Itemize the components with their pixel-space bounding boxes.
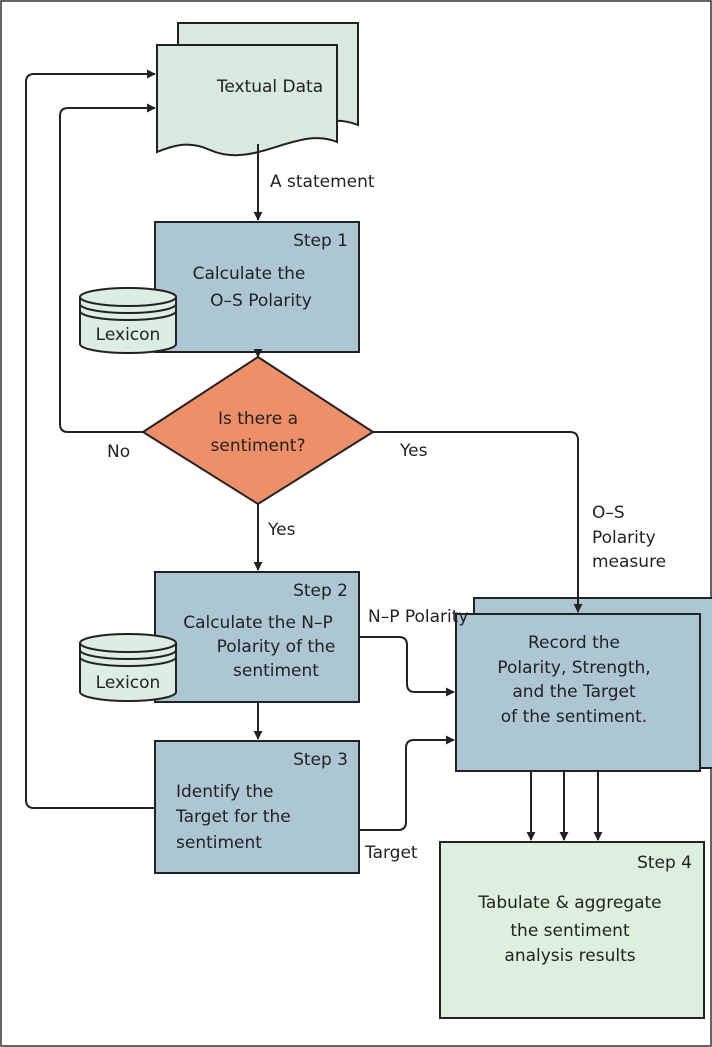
step3-box (154, 740, 360, 874)
step2-node: Step 2 Calculate the N–P Polarity of the… (154, 571, 360, 703)
step3-node: Step 3 Identify the Target for the senti… (154, 740, 360, 874)
step1-box (154, 221, 360, 353)
label-no: No (107, 442, 130, 462)
step1-line-2: O–S Polarity (210, 291, 312, 311)
step3-line-1: Identify the (176, 782, 273, 802)
step4-line-1: Tabulate & aggregate (477, 893, 661, 913)
lexicon-cylinder-ring-1 (79, 649, 177, 660)
step3-title: Step 3 (293, 750, 348, 770)
record-box-front (455, 613, 701, 772)
decision-node: Is there a sentiment? (141, 355, 375, 506)
connectors (25, 69, 603, 841)
label-yes-down: Yes (267, 520, 296, 540)
textual-data-label: Textual Data (216, 77, 323, 97)
decision-line-1: Is there a (218, 409, 298, 429)
step4-line-3: analysis results (504, 946, 635, 966)
step4-node: Step 4 Tabulate & aggregate the sentimen… (439, 841, 705, 1019)
label-yes-right: Yes (399, 441, 428, 461)
lexicon-cylinder-top (79, 287, 177, 307)
label-os-measure-2: Polarity (592, 528, 656, 548)
arrow-yes-to-record (373, 431, 583, 613)
label-a-statement: A statement (270, 172, 375, 192)
step1-line-1: Calculate the (193, 264, 306, 284)
arrow-step3-loop-to-data (25, 69, 156, 809)
arrow-step3-to-record (359, 735, 455, 831)
step2-box (154, 571, 360, 703)
lexicon-database-1: Lexicon (79, 287, 177, 354)
record-line-4: of the sentiment. (501, 707, 647, 727)
lexicon-cylinder-top (79, 633, 177, 653)
lexicon-cylinder-ring-2 (79, 310, 177, 321)
decision-line-2: sentiment? (211, 436, 306, 456)
label-os-measure-1: O–S (592, 503, 625, 523)
textual-data-node: Textual Data (156, 22, 359, 157)
record-node: Record the Polarity, Strength, and the T… (455, 597, 712, 772)
step2-line-1: Calculate the N–P (183, 613, 333, 633)
label-target: Target (364, 843, 418, 863)
step2-title: Step 2 (293, 581, 348, 601)
edge-labels: A statement No Yes Yes O–S Polarity meas… (107, 172, 666, 863)
step3-line-2: Target for the (175, 807, 291, 827)
lexicon-database-2: Lexicon (79, 633, 177, 702)
label-os-measure-3: measure (592, 552, 666, 572)
arrow-no-loop-to-data (59, 103, 156, 433)
label-np-polarity: N–P Polarity (368, 607, 469, 627)
record-line-3: and the Target (512, 682, 636, 702)
step2-line-2: Polarity of the (217, 637, 336, 657)
step2-line-3: sentiment (233, 661, 319, 681)
lexicon-cylinder-ring-1 (79, 303, 177, 314)
step4-box (439, 841, 705, 1019)
step1-node: Step 1 Calculate the O–S Polarity (154, 221, 360, 353)
step1-title: Step 1 (293, 231, 348, 251)
record-line-1: Record the (528, 633, 620, 653)
lexicon-label-1: Lexicon (96, 325, 161, 345)
lexicon-label-2: Lexicon (96, 673, 161, 693)
record-line-2: Polarity, Strength, (497, 658, 650, 678)
document-shape-front (156, 44, 338, 157)
arrow-step2-to-record (359, 636, 455, 697)
step3-line-3: sentiment (176, 833, 262, 853)
step4-title: Step 4 (637, 853, 692, 873)
step4-line-2: the sentiment (510, 921, 630, 941)
decision-diamond (141, 355, 375, 506)
lexicon-cylinder-ring-2 (79, 656, 177, 667)
